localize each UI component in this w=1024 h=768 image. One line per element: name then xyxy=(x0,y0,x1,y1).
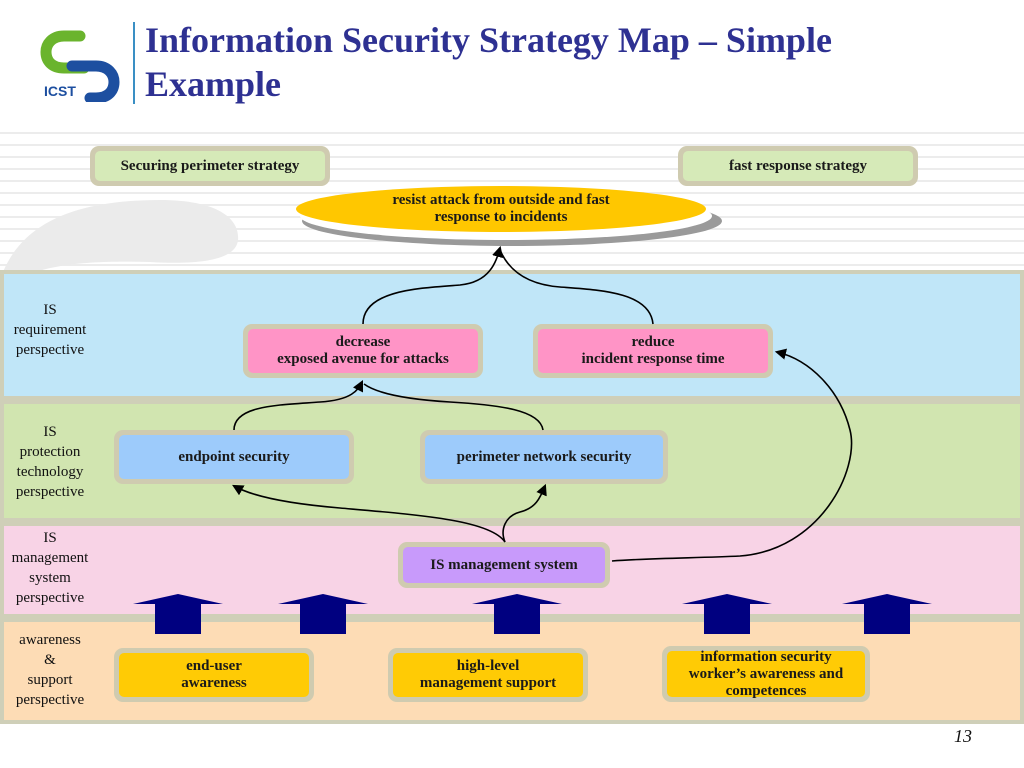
node-line: decrease xyxy=(335,334,391,350)
endpoint-security-label: endpoint security xyxy=(119,435,349,479)
label-line: & xyxy=(44,652,56,668)
band-requirement-perspective: IS requirement perspective xyxy=(0,270,1024,400)
node-line: management support xyxy=(419,675,557,691)
goal-line: response to incidents xyxy=(434,209,568,225)
endpoint-security-box: endpoint security xyxy=(114,430,354,484)
label-line: IS xyxy=(43,302,57,318)
label-line: support xyxy=(27,672,73,688)
label-line: system xyxy=(29,570,71,586)
node-line: information security xyxy=(700,648,832,665)
perimeter-network-security-label: perimeter network security xyxy=(425,435,663,479)
svg-text:ICST: ICST xyxy=(44,83,76,99)
node-line: awareness xyxy=(181,675,247,691)
protection-perspective-label: IS protection technology perspective xyxy=(4,422,96,502)
decorative-swoosh xyxy=(0,200,239,280)
securing-perimeter-strategy-label: Securing perimeter strategy xyxy=(95,151,325,181)
node-line: worker’s awareness and xyxy=(688,665,844,682)
node-line: end-user xyxy=(186,658,242,674)
node-line: high-level xyxy=(456,658,520,674)
label-line: perspective xyxy=(15,484,85,500)
page-number: 13 xyxy=(954,726,972,746)
label-line: perspective xyxy=(15,342,85,358)
icst-logo: ICST xyxy=(40,30,120,102)
awareness-perspective-label: awareness & support perspective xyxy=(4,630,96,710)
label-line: requirement xyxy=(13,322,87,338)
is-management-system-label: IS management system xyxy=(403,547,605,583)
node-line: exposed avenue for attacks xyxy=(277,351,449,367)
label-line: technology xyxy=(16,464,84,480)
label-line: perspective xyxy=(15,590,85,606)
requirement-perspective-label: IS requirement perspective xyxy=(4,300,96,360)
label-line: perspective xyxy=(15,692,85,708)
node-line: incident response time xyxy=(581,351,725,367)
label-line: IS xyxy=(43,424,57,440)
management-perspective-label: IS management system perspective xyxy=(4,528,96,608)
goal-line: resist attack from outside and fast xyxy=(392,192,610,208)
slide-title: Information Security Strategy Map – Simp… xyxy=(145,20,832,104)
fast-response-strategy-label: fast response strategy xyxy=(683,151,913,181)
title-divider xyxy=(133,22,135,104)
is-management-system-box: IS management system xyxy=(398,542,610,588)
securing-perimeter-strategy-box: Securing perimeter strategy xyxy=(90,146,330,186)
label-line: protection xyxy=(19,444,81,460)
goal-ellipse: resist attack from outside and fast resp… xyxy=(296,186,706,232)
label-line: awareness xyxy=(19,632,81,648)
node-line: reduce xyxy=(631,334,675,350)
label-line: management xyxy=(11,550,89,566)
fast-response-strategy-box: fast response strategy xyxy=(678,146,918,186)
node-line: competences xyxy=(725,682,807,699)
perimeter-network-security-box: perimeter network security xyxy=(420,430,668,484)
label-line: IS xyxy=(43,530,57,546)
